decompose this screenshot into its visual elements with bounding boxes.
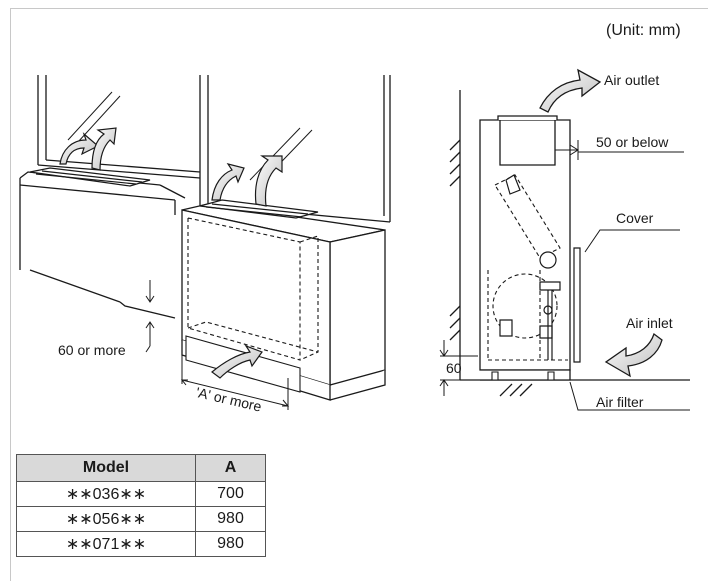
figure-frame (10, 8, 708, 581)
dim-60-left (145, 280, 155, 353)
table-cell-model: ∗∗071∗∗ (16, 531, 196, 557)
table-cell-model: ∗∗036∗∗ (16, 481, 196, 507)
air-inlet-arrow (604, 332, 663, 378)
air-inlet-label: Air inlet (626, 315, 673, 331)
outlet-duct (497, 115, 558, 166)
dim-60-right (439, 340, 478, 396)
airflow-arrows-left (59, 127, 283, 379)
floor-line (460, 379, 690, 397)
table-row: ∗∗036∗∗ 700 (16, 481, 266, 507)
table-cell-a: 980 (195, 506, 266, 532)
leader-lines (569, 229, 690, 411)
cover-label: Cover (616, 210, 654, 226)
leg-bolts (491, 371, 555, 381)
left-grille (29, 167, 151, 187)
table-cell-model: ∗∗056∗∗ (16, 506, 196, 532)
dim-50-or-below (555, 140, 684, 160)
table-cell-a: 980 (195, 531, 266, 557)
sixty-label: 60 (446, 360, 462, 376)
wall-ledge (19, 171, 186, 319)
table-row: ∗∗056∗∗ 980 (16, 506, 266, 532)
table-header-a: A (195, 454, 266, 482)
table-header-row: Model A (16, 454, 266, 482)
fifty-or-below-label: 50 or below (596, 134, 669, 150)
dim-a-or-more (180, 342, 290, 410)
top-grille (199, 199, 319, 219)
internal-parts (499, 174, 561, 360)
wall-section (449, 90, 461, 380)
sixty-or-more-label: 60 or more (58, 342, 126, 358)
model-table: Model A ∗∗036∗∗ 700 ∗∗056∗∗ 980 ∗∗071∗∗ … (16, 454, 266, 557)
air-outlet-label: Air outlet (604, 72, 660, 88)
table-row: ∗∗071∗∗ 980 (16, 531, 266, 557)
table-header-model: Model (16, 454, 196, 482)
unit-label: (Unit: mm) (606, 22, 681, 39)
air-filter-label: Air filter (596, 394, 644, 410)
front-opening (185, 335, 301, 393)
air-outlet-arrow (539, 68, 602, 113)
table-cell-a: 700 (195, 481, 266, 507)
cover-panel (573, 247, 581, 363)
unit-panel-dashed (187, 217, 319, 361)
